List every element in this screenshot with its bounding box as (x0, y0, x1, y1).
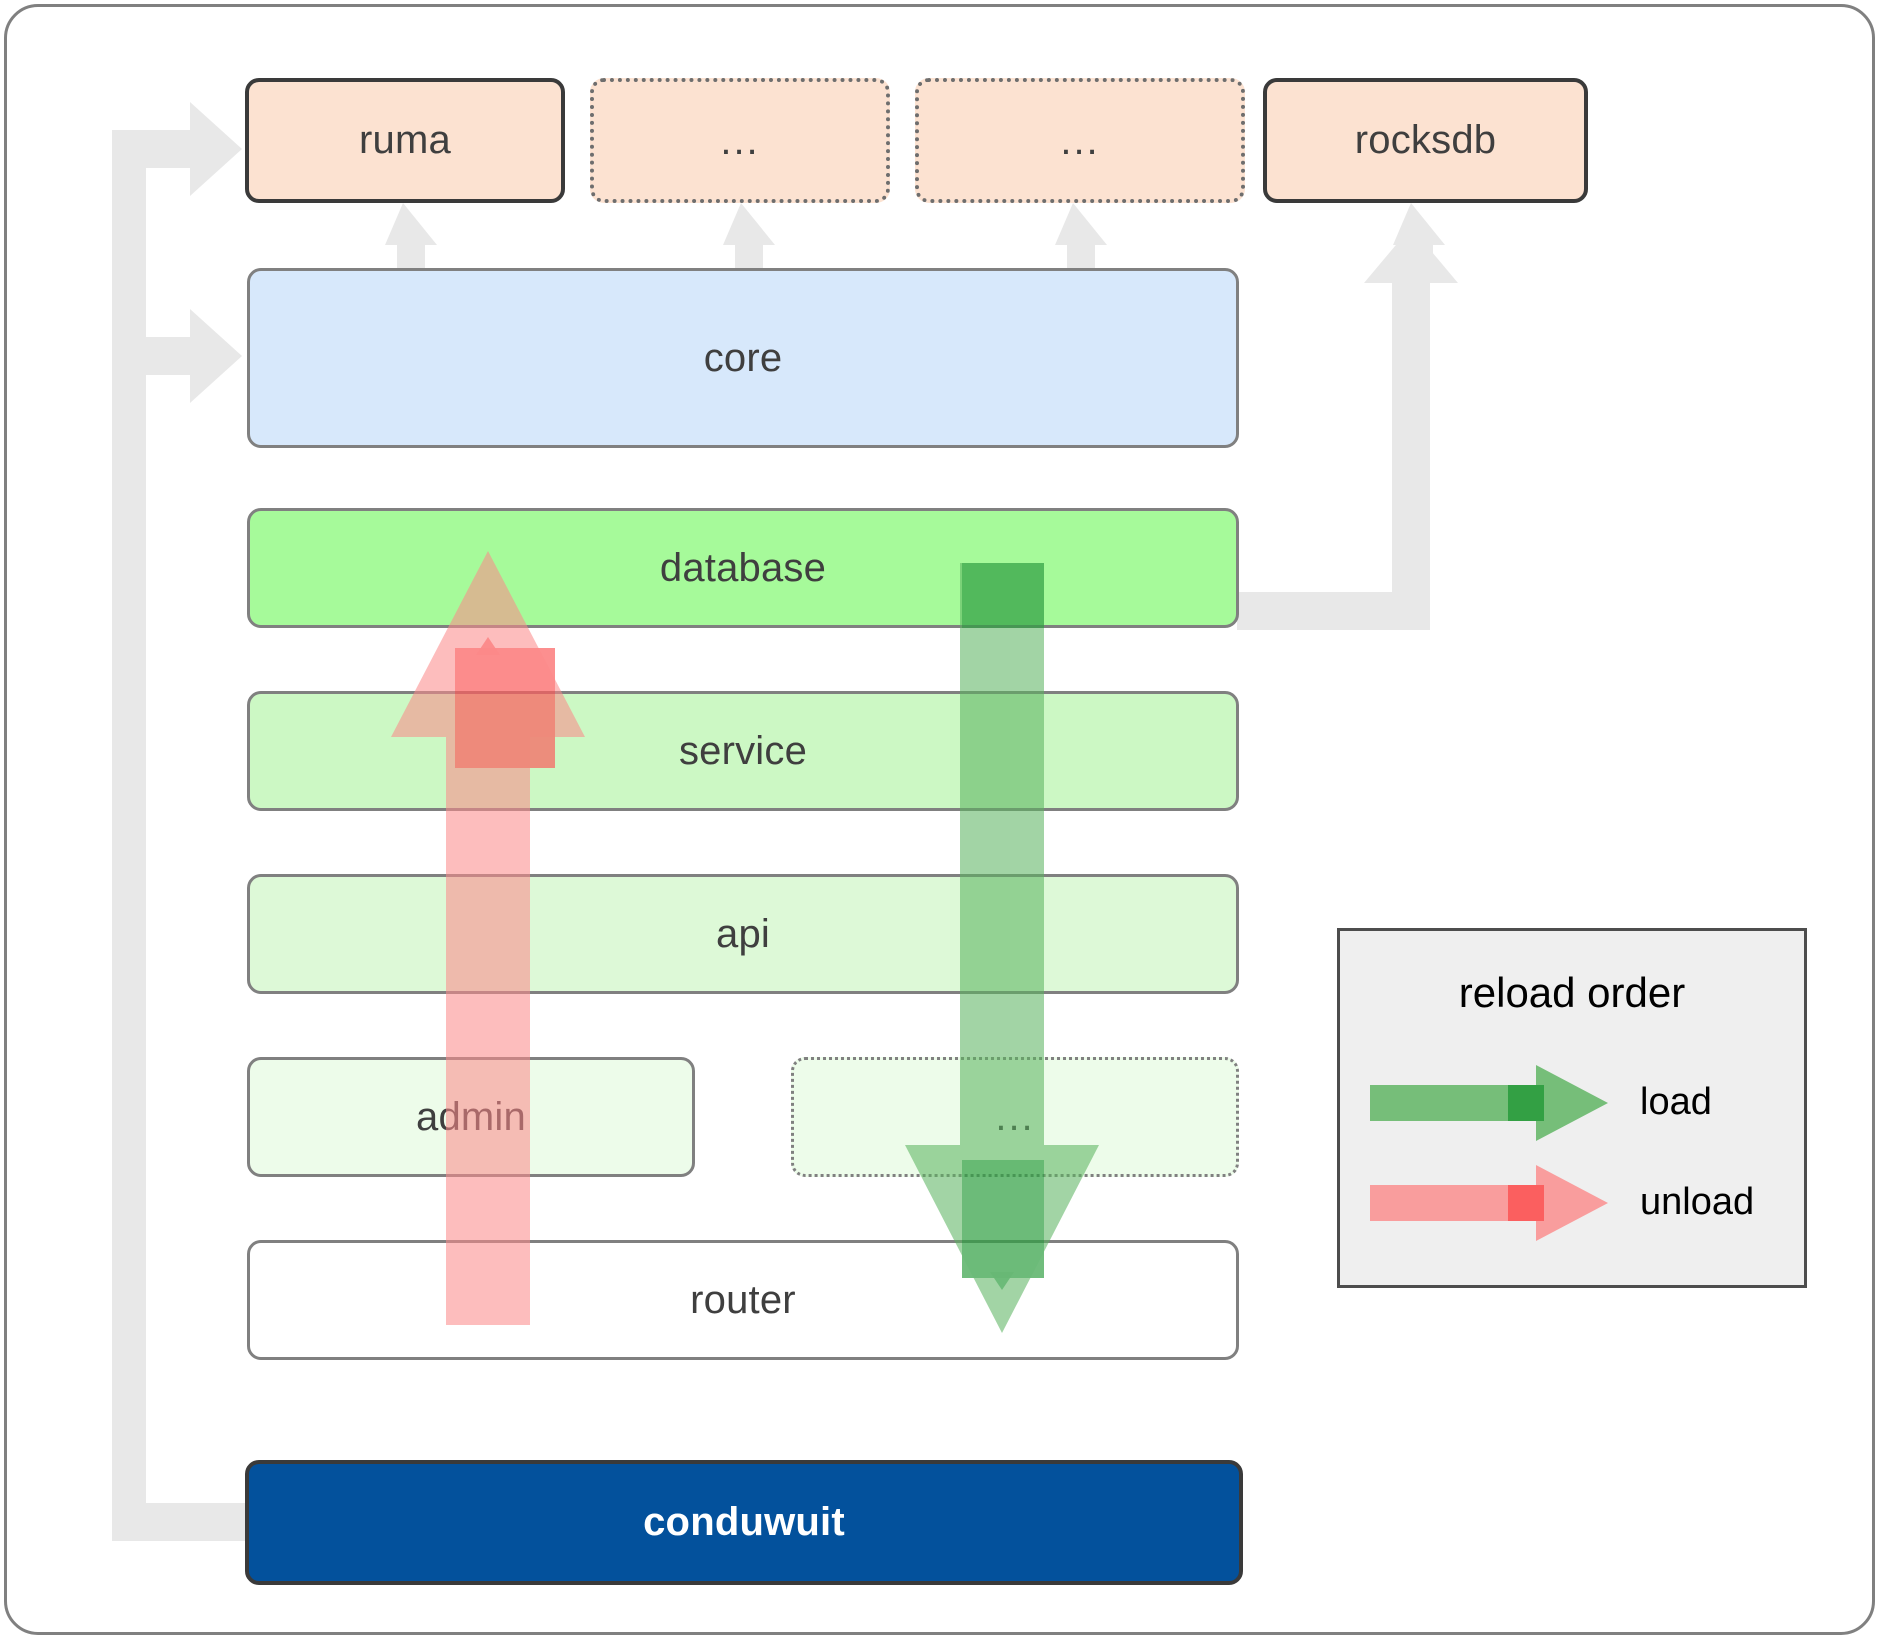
arrow-core-to-ext1 (723, 203, 775, 283)
binary-node-conduwuit[interactable]: conduwuit (245, 1460, 1243, 1585)
legend-arrow-unload-icon (1370, 1165, 1608, 1241)
stack-node-core-label: core (703, 335, 783, 380)
legend-panel: reload order load unload (1337, 928, 1807, 1288)
legend-unload-arrow-core (1508, 1185, 1544, 1221)
unload-arrow-shaft-core (455, 648, 555, 768)
legend-load-arrow-core (1508, 1085, 1544, 1121)
unload-arrow-inner-tip (476, 637, 500, 655)
stack-node-api-label: api (716, 911, 770, 956)
connector-arrow-core (112, 309, 242, 403)
unload-arrow (391, 551, 585, 1325)
stack-node-router[interactable]: router (247, 1240, 1239, 1360)
load-arrow-shaft-top (962, 563, 1044, 628)
external-node-rocksdb[interactable]: rocksdb (1263, 78, 1588, 203)
external-node-ruma[interactable]: ruma (245, 78, 565, 203)
connector-arrow-ruma (112, 102, 242, 196)
stack-node-core[interactable]: core (247, 268, 1239, 448)
binary-node-conduwuit-label: conduwuit (643, 1500, 845, 1544)
legend-label-unload: unload (1640, 1181, 1755, 1223)
arrow-core-to-ext2 (1055, 203, 1107, 283)
external-node-rocksdb-label: rocksdb (1354, 118, 1497, 162)
external-node-ext1[interactable]: ... (590, 78, 890, 203)
stack-node-service-label: service (678, 728, 808, 773)
legend-title: reload order (1458, 969, 1686, 1016)
gray-connector-group (112, 102, 246, 1541)
load-arrow-head-wide (905, 563, 1099, 1333)
load-arrow-inner-tip (990, 1272, 1014, 1290)
core-to-external-arrows (385, 203, 1445, 283)
external-node-ext2[interactable]: ... (915, 78, 1245, 203)
gray-connector-rocksdb (1237, 227, 1458, 630)
stack-node-router-label: router (690, 1277, 796, 1322)
arrow-core-to-ruma (385, 203, 437, 283)
stack-node-database-label: database (659, 545, 827, 590)
stack-node-api[interactable]: api (247, 874, 1239, 994)
unload-arrow-head-wide (391, 551, 585, 1325)
external-node-ruma-label: ruma (359, 118, 451, 162)
legend-label-load: load (1640, 1081, 1712, 1123)
legend-unload-arrow-shape (1370, 1165, 1608, 1241)
legend-arrow-load-icon (1370, 1065, 1608, 1141)
arrow-core-to-rocksdb (1393, 203, 1445, 283)
stack-node-database[interactable]: database (247, 508, 1239, 628)
connector-conduwuit-trunk (112, 130, 246, 1541)
legend-load-arrow-shape (1370, 1065, 1608, 1141)
load-arrow-shaft-core (962, 1160, 1044, 1278)
connector-database-to-rocksdb (1237, 227, 1458, 630)
load-arrow (905, 563, 1099, 1333)
